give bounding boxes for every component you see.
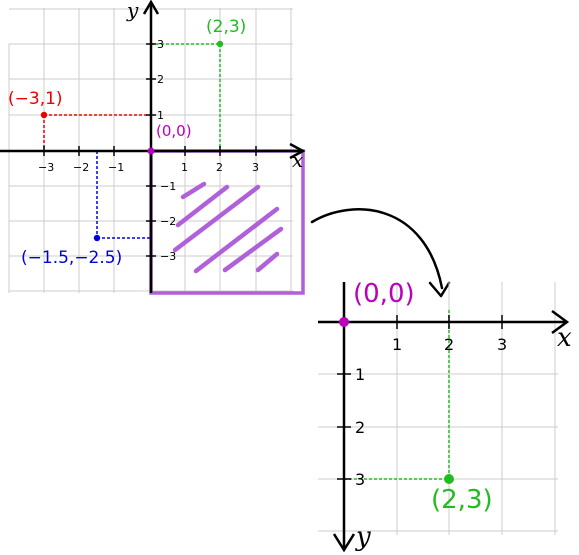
top-x-tick-label: −2 xyxy=(73,161,89,174)
top-x-tick-label: −1 xyxy=(108,161,124,174)
top-plot: −3 −2 −1 1 2 3 3 2 1 −1 −2 −3 x y (2,3) … xyxy=(0,0,306,295)
curved-arrow-icon xyxy=(310,208,451,298)
top-x-tick-label: −3 xyxy=(38,161,54,174)
bottom-x-tick-label: 3 xyxy=(497,335,507,354)
bottom-y-tick-label: 2 xyxy=(355,418,365,437)
bottom-y-tick-label: 1 xyxy=(355,365,365,384)
top-y-tick-label: 2 xyxy=(157,73,164,86)
bottom-y-ticks xyxy=(337,373,351,480)
point-green xyxy=(216,40,224,48)
bottom-point-origin xyxy=(339,317,349,327)
top-y-arrowhead xyxy=(142,0,160,15)
point-red xyxy=(40,111,48,119)
bottom-y-arrowhead xyxy=(332,533,356,553)
bottom-x-tick-label: 2 xyxy=(444,335,454,354)
top-x-arrowhead xyxy=(289,142,306,160)
top-x-tick-label: 3 xyxy=(252,161,259,174)
top-x-tick-label: 2 xyxy=(216,161,223,174)
top-y-tick-label: −1 xyxy=(160,180,176,193)
point-green-label: (2,3) xyxy=(206,17,246,37)
bottom-x-axis-label: x xyxy=(557,323,572,353)
point-origin xyxy=(147,147,155,155)
point-origin-label: (0,0) xyxy=(156,122,192,140)
bottom-x-ticks xyxy=(396,315,503,329)
hatch-lines xyxy=(172,181,284,274)
bottom-point-green-label: (2,3) xyxy=(431,485,493,515)
bottom-point-origin-label: (0,0) xyxy=(353,279,415,309)
bottom-x-tick-label: 1 xyxy=(392,335,402,354)
top-x-ticks xyxy=(43,146,257,156)
point-blue-label: (−1.5,−2.5) xyxy=(21,248,122,268)
point-blue xyxy=(93,234,101,242)
bottom-x-arrowhead xyxy=(551,309,570,335)
bottom-point-green xyxy=(444,474,454,484)
top-y-tick-label: 3 xyxy=(157,38,164,51)
bottom-plot: 1 2 3 1 2 3 x y (0,0) (2,3) xyxy=(318,279,572,553)
point-red-label: (−3,1) xyxy=(8,89,63,109)
top-y-ticks xyxy=(146,43,156,257)
top-y-tick-label: 1 xyxy=(157,109,164,122)
bottom-y-tick-label: 3 xyxy=(355,470,365,489)
top-y-tick-label: −3 xyxy=(160,250,176,263)
top-x-tick-label: 1 xyxy=(181,161,188,174)
top-x-axis-label: x xyxy=(292,148,303,172)
top-y-axis-label: y xyxy=(126,0,139,22)
top-y-tick-label: −2 xyxy=(160,215,176,228)
bottom-y-axis-label: y xyxy=(355,522,371,552)
